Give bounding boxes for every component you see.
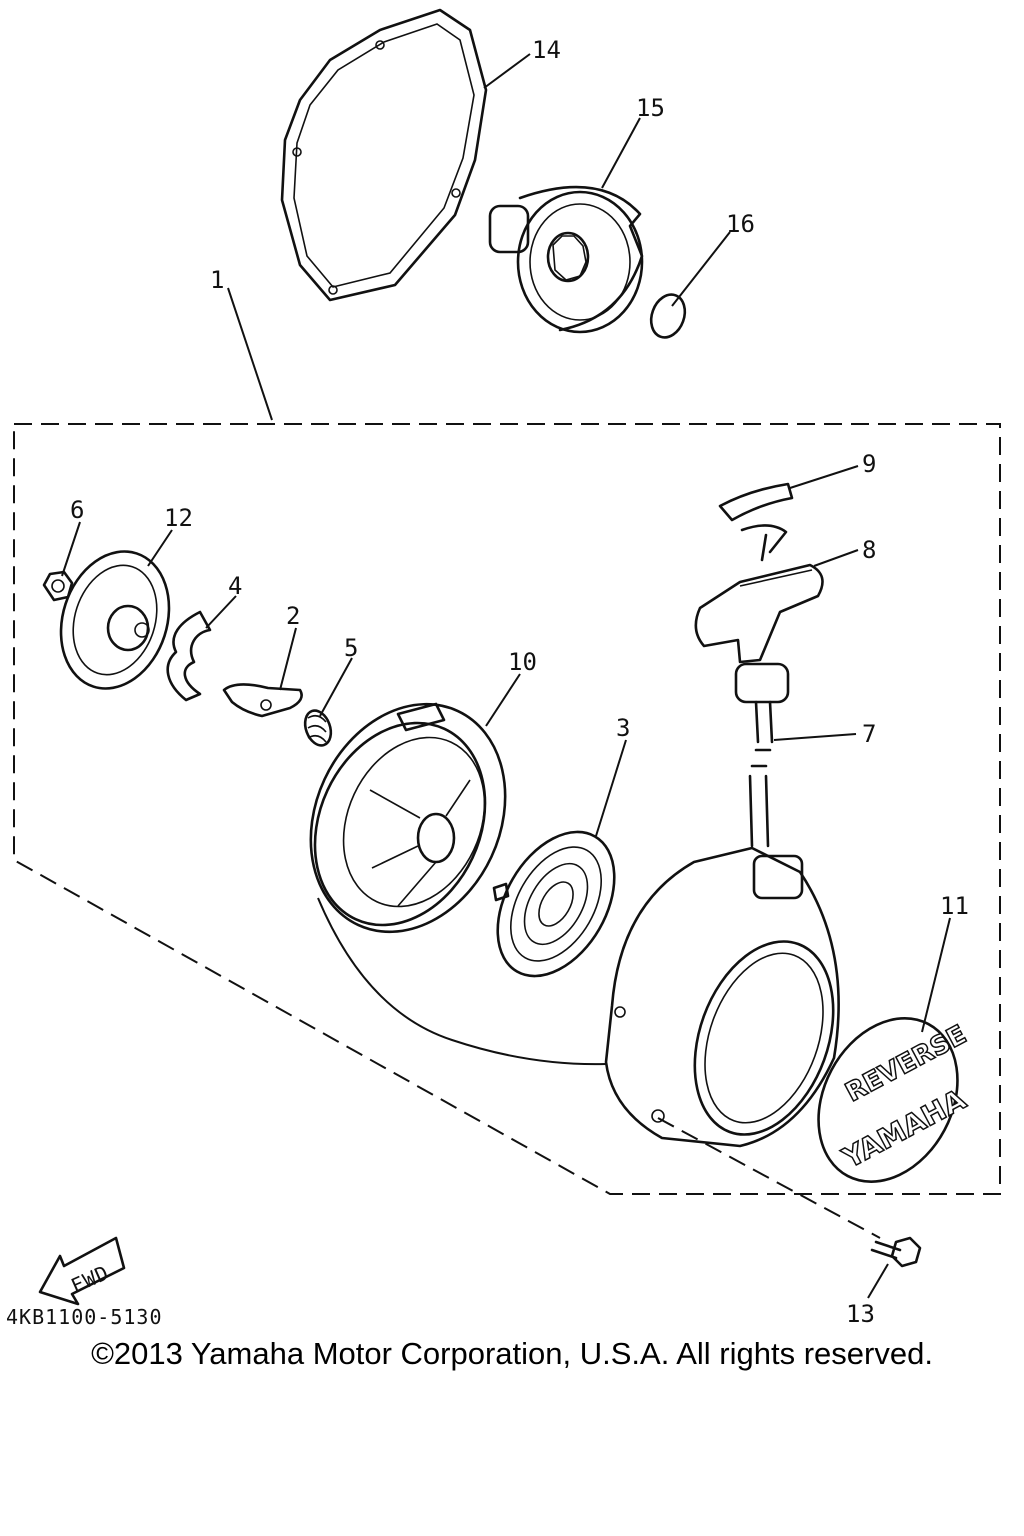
callout-7: 7 [862, 720, 876, 748]
reverse-emblem: REVERSE YAMAHA [817, 1017, 972, 1183]
fwd-arrow-icon: FWD [38, 1236, 126, 1306]
callout-15: 15 [636, 94, 665, 122]
starter-rope [748, 700, 774, 848]
callout-14: 14 [532, 36, 561, 64]
starter-handle [694, 524, 824, 704]
fwd-label: FWD [67, 1260, 113, 1298]
assembly-boundary [13, 423, 1001, 1195]
callout-9: 9 [862, 450, 876, 478]
callout-10: 10 [508, 648, 537, 676]
pawl [222, 683, 303, 718]
callout-2: 2 [286, 602, 300, 630]
spring-clip [166, 610, 212, 702]
callout-8: 8 [862, 536, 876, 564]
callout-1: 1 [210, 266, 224, 294]
friction-plate [59, 550, 171, 690]
callout-4: 4 [228, 572, 242, 600]
callout-6: 6 [70, 496, 84, 524]
callout-3: 3 [616, 714, 630, 742]
starter-case [604, 846, 840, 1148]
case-bolt [870, 1236, 922, 1268]
recoil-spring [492, 830, 616, 978]
callout-13: 13 [846, 1300, 875, 1328]
gasket [280, 8, 488, 302]
callout-11: 11 [940, 892, 969, 920]
drive-pulley [488, 185, 644, 334]
handle-cover [718, 482, 794, 522]
callout-12: 12 [164, 504, 193, 532]
copyright-notice: ©2013 Yamaha Motor Corporation, U.S.A. A… [91, 1336, 933, 1371]
callout-16: 16 [726, 210, 755, 238]
leader-lines [61, 53, 951, 1299]
o-ring [649, 293, 687, 339]
nut [42, 570, 74, 602]
callout-5: 5 [344, 634, 358, 662]
diagram-code: 4KB1100-5130 [6, 1305, 163, 1329]
sheave-drum [309, 702, 607, 1066]
coil-spring [303, 709, 333, 747]
